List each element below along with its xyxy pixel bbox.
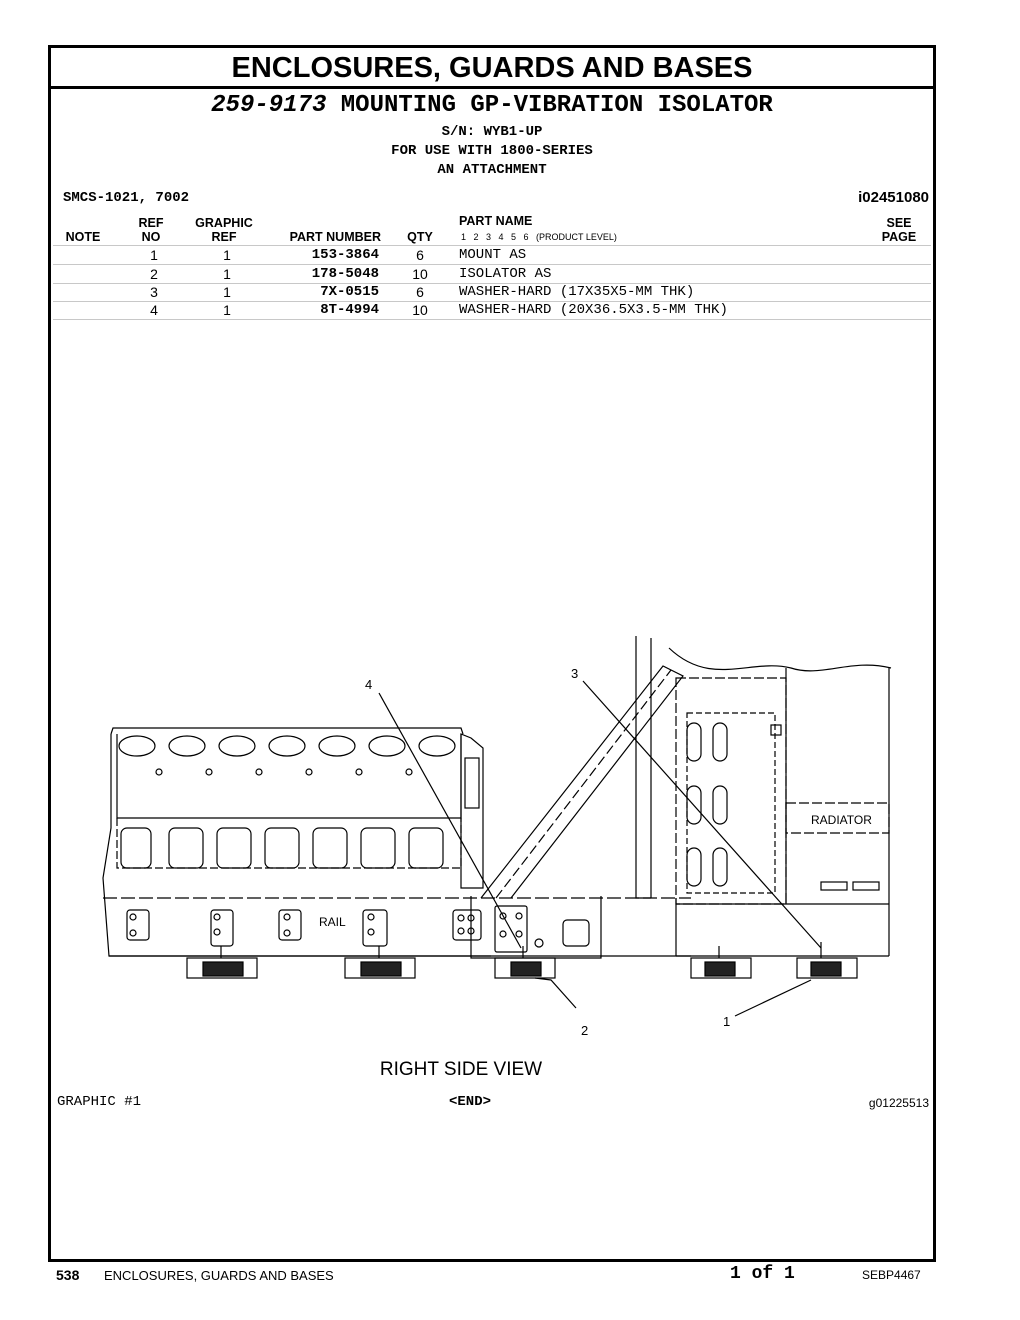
part-number[interactable]: 153-3864 bbox=[311, 247, 379, 263]
smcs-code: SMCS-1021, 7002 bbox=[63, 190, 190, 206]
qty: 6 bbox=[416, 247, 424, 263]
part-number[interactable]: 178-5048 bbox=[311, 266, 379, 282]
col-graphic-ref: GRAPHIC REF bbox=[189, 216, 259, 244]
page-title: ENCLOSURES, GUARDS AND BASES bbox=[51, 48, 933, 89]
footer-section: ENCLOSURES, GUARDS AND BASES bbox=[104, 1268, 334, 1283]
serial-line: S/N: WYB1-UP bbox=[441, 124, 543, 140]
group-title: 259-9173 MOUNTING GP-VIBRATION ISOLATOR bbox=[51, 92, 933, 119]
col-see-page-line2: PAGE bbox=[881, 230, 917, 244]
doc-id: i02451080 bbox=[858, 189, 929, 206]
page-number: 538 bbox=[56, 1267, 80, 1283]
col-product-level: 1 2 3 4 5 6 (PRODUCT LEVEL) bbox=[461, 232, 617, 242]
page-of: 1 of 1 bbox=[730, 1264, 795, 1284]
part-name: WASHER-HARD (20X36.5X3.5-MM THK) bbox=[459, 302, 728, 318]
col-ref-no: REF NO bbox=[131, 216, 171, 244]
qty: 6 bbox=[416, 284, 424, 300]
ref-no: 4 bbox=[150, 302, 158, 318]
col-graphic-ref-line1: GRAPHIC bbox=[195, 216, 253, 230]
isolator-mounts bbox=[186, 942, 858, 979]
header-divider bbox=[53, 245, 931, 246]
graphic-ref: 1 bbox=[223, 247, 231, 263]
col-ref-no-line2: NO bbox=[141, 230, 161, 244]
qty: 10 bbox=[412, 266, 428, 282]
graphic-label: GRAPHIC #1 bbox=[57, 1094, 142, 1110]
part-number[interactable]: 8T-4994 bbox=[320, 302, 379, 318]
callout-4: 4 bbox=[365, 677, 372, 692]
callout-1: 1 bbox=[723, 1014, 730, 1029]
rail-label: RAIL bbox=[319, 915, 346, 929]
ref-no: 1 bbox=[150, 247, 158, 263]
table-row[interactable]: 3 1 7X-0515 6 WASHER-HARD (17X35X5-MM TH… bbox=[53, 283, 931, 302]
table-row[interactable]: 2 1 178-5048 10 ISOLATOR AS bbox=[53, 265, 931, 284]
qty: 10 bbox=[412, 302, 428, 318]
graphic-ref: 1 bbox=[223, 266, 231, 282]
part-name: ISOLATOR AS bbox=[459, 266, 552, 282]
col-ref-no-line1: REF bbox=[138, 216, 164, 230]
attachment-line: AN ATTACHMENT bbox=[437, 162, 547, 178]
page-frame: ENCLOSURES, GUARDS AND BASES 259-9173 MO… bbox=[48, 45, 936, 1262]
callout-2: 2 bbox=[581, 1023, 588, 1038]
usage-line: FOR USE WITH 1800-SERIES bbox=[391, 143, 593, 159]
doc-number: SEBP4467 bbox=[862, 1268, 921, 1282]
col-see-page: SEE PAGE bbox=[871, 216, 927, 244]
part-name: WASHER-HARD (17X35X5-MM THK) bbox=[459, 284, 695, 300]
part-name: MOUNT AS bbox=[459, 247, 527, 263]
col-graphic-ref-line2: REF bbox=[211, 230, 237, 244]
graphic-id: g01225513 bbox=[868, 1096, 929, 1110]
view-caption: RIGHT SIDE VIEW bbox=[379, 1059, 543, 1080]
table-row[interactable]: 4 1 8T-4994 10 WASHER-HARD (20X36.5X3.5-… bbox=[53, 301, 931, 320]
col-qty: QTY bbox=[407, 230, 433, 244]
end-marker: <END> bbox=[449, 1094, 492, 1110]
part-number[interactable]: 7X-0515 bbox=[320, 284, 379, 300]
col-note: NOTE bbox=[65, 230, 101, 244]
group-number[interactable]: 259-9173 bbox=[211, 92, 327, 119]
callout-3: 3 bbox=[571, 666, 578, 681]
col-part-number: PART NUMBER bbox=[289, 230, 381, 244]
ref-no: 3 bbox=[150, 284, 158, 300]
right-side-view-drawing: RAIL RADIATOR 3 4 2 1 bbox=[102, 636, 892, 1038]
col-see-page-line1: SEE bbox=[886, 216, 912, 230]
graphic-ref: 1 bbox=[223, 284, 231, 300]
col-part-name: PART NAME bbox=[459, 214, 533, 228]
table-row[interactable]: 1 1 153-3864 6 MOUNT AS bbox=[53, 246, 931, 265]
radiator-label: RADIATOR bbox=[811, 813, 872, 827]
ref-no: 2 bbox=[150, 266, 158, 282]
group-name: MOUNTING GP-VIBRATION ISOLATOR bbox=[340, 92, 773, 119]
graphic-ref: 1 bbox=[223, 302, 231, 318]
